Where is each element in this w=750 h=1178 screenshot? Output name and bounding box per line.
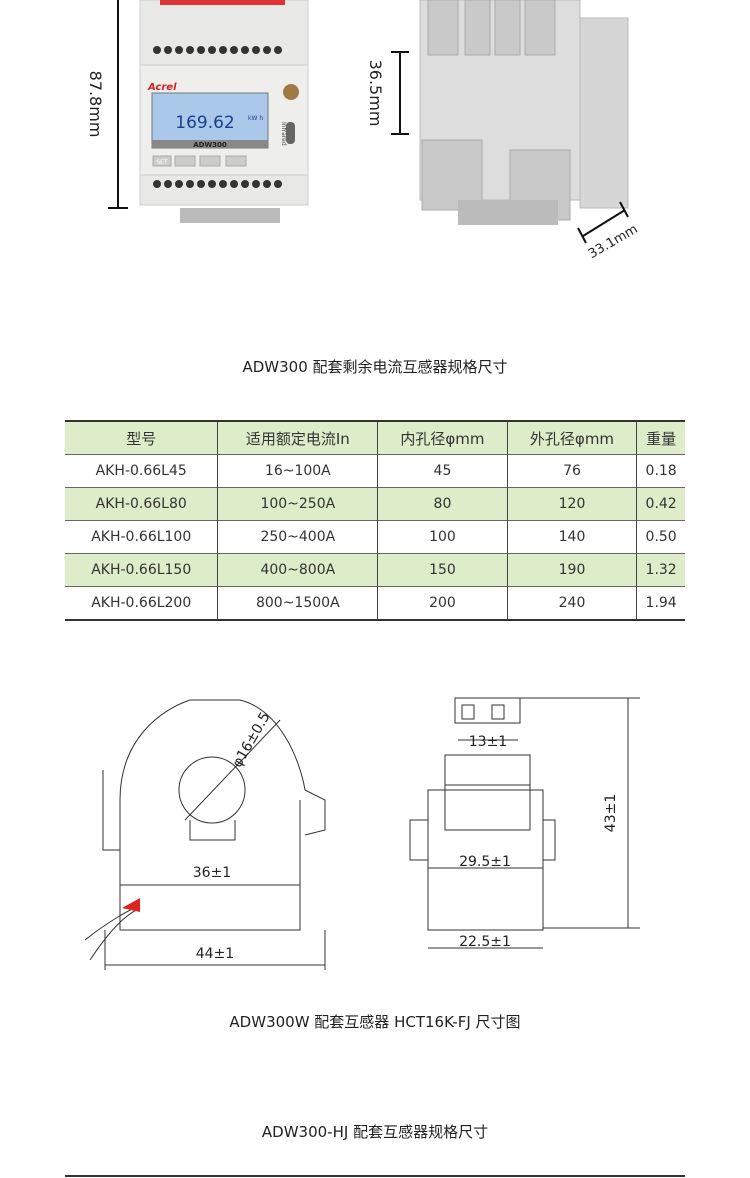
cell: 80 [377, 487, 508, 521]
cell: 1.94 [636, 586, 685, 620]
bottom-width-label: 22.5±1 [459, 934, 511, 950]
second-table-top-border [65, 1175, 685, 1178]
top-width-label: 13±1 [469, 734, 507, 750]
mid-width-label: 29.5±1 [459, 854, 511, 870]
col-header-model: 型号 [65, 421, 218, 455]
inner-width-label: 36±1 [193, 865, 231, 881]
brand-logo: Acrel [147, 82, 177, 93]
device-photos: 87.8mm Acrel 169.62 kW h ADW300 Infrared… [86, 0, 641, 262]
col-header-current: 适用额定电流In [217, 421, 378, 455]
model-label: ADW300 [193, 141, 227, 149]
cell: 120 [506, 487, 637, 521]
cell: 400~800A [217, 553, 378, 587]
hole-diameter-label: φ16±0.5 [229, 710, 273, 771]
lcd-value: 169.62 [175, 113, 234, 133]
set-button-label: SET [156, 159, 168, 166]
cell: 150 [377, 553, 508, 587]
cell: 76 [506, 454, 637, 488]
cell: 100 [377, 520, 508, 554]
cell: AKH-0.66L200 [91, 595, 192, 611]
table-header-row: 型号 适用额定电流In 内孔径φmm 外孔径φmm 重量 [65, 421, 685, 455]
cell: 0.42 [636, 487, 685, 521]
cell: 240 [506, 586, 637, 620]
section-title-residual-ct: ADW300 配套剩余电流互感器规格尺寸 [242, 358, 508, 376]
col-header-outer-dia: 外孔径φmm [506, 421, 637, 455]
cell: 100~250A [217, 487, 378, 521]
side-height-label: 36.5mm [366, 60, 385, 127]
cell: 140 [506, 520, 637, 554]
cell: 45 [377, 454, 508, 488]
cell: AKH-0.66L150 [65, 553, 218, 587]
cell: 200 [377, 586, 508, 620]
col-header-weight: 重量 [636, 421, 685, 455]
drawing-caption: ADW300W 配套互感器 HCT16K-FJ 尺寸图 [229, 1013, 521, 1031]
lcd-unit: kW h [248, 115, 263, 122]
cell: AKH-0.66L45 [95, 463, 187, 479]
cell: 0.18 [636, 454, 685, 488]
front-height-label: 87.8mm [86, 71, 105, 138]
cell: 0.50 [636, 520, 685, 554]
height-label: 43±1 [603, 794, 619, 832]
cell: AKH-0.66L100 [91, 529, 192, 545]
cell: 190 [506, 553, 637, 587]
cell: 250~400A [217, 520, 378, 554]
col-header-inner-dia: 内孔径φmm [377, 421, 508, 455]
cell: AKH-0.66L80 [65, 487, 218, 521]
spec-table: 型号 适用额定电流In 内孔径φmm 外孔径φmm 重量 AKH-0.66L45… [65, 420, 685, 621]
cell: 800~1500A [217, 586, 378, 620]
cell: 16~100A [217, 454, 378, 488]
ct-dimension-drawing: 36±1 44±1 φ16±0.5 13±1 29.5±1 22.5±1 43±… [84, 697, 640, 970]
outer-width-label: 44±1 [196, 946, 234, 962]
cell: 1.32 [636, 553, 685, 587]
infrared-label: Infrared [280, 122, 287, 146]
section-title-hj-ct: ADW300-HJ 配套互感器规格尺寸 [261, 1123, 489, 1141]
